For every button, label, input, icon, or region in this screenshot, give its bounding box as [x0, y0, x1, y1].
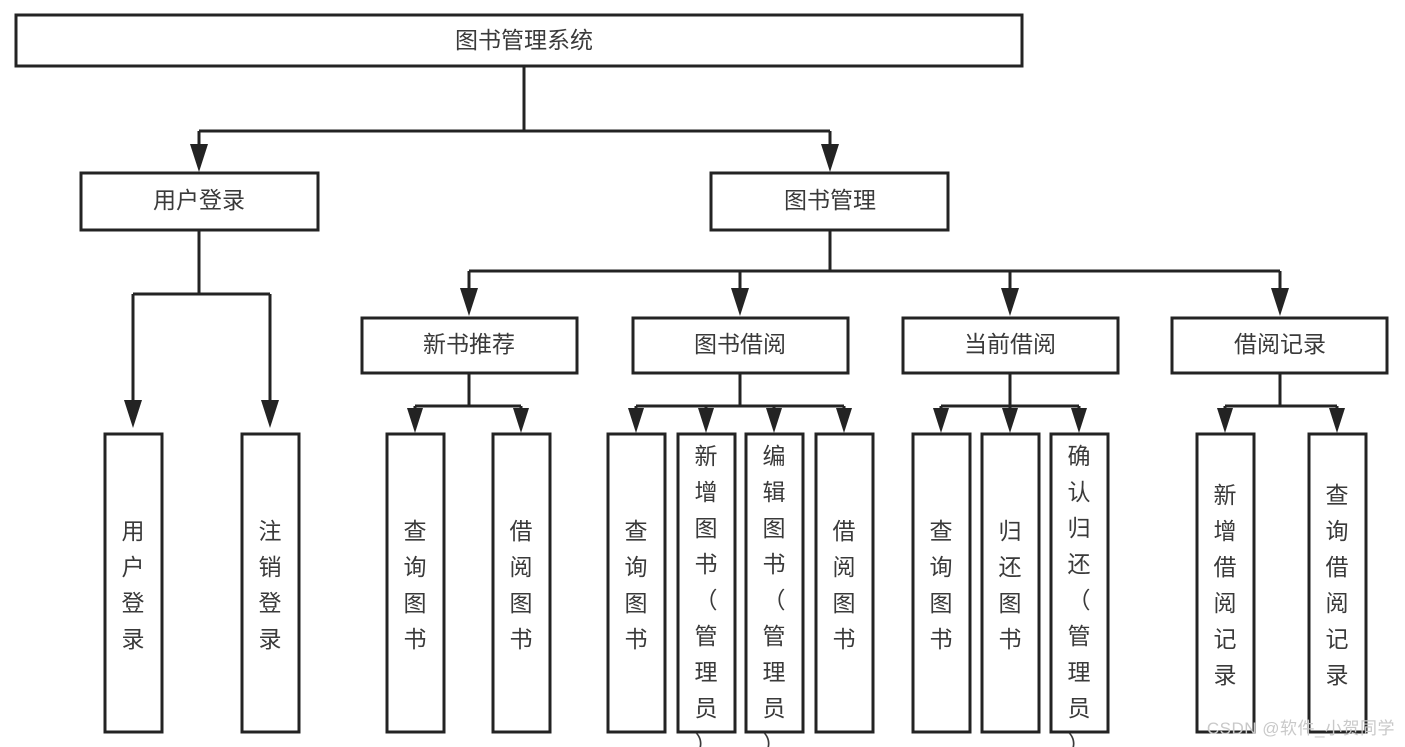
- node-leaf-borrow-book[interactable]: 借阅图书: [814, 432, 875, 734]
- node-leaf-confirm-return-box[interactable]: [1049, 432, 1110, 734]
- node-leaf-edit-book[interactable]: 编辑图书（管理员）: [744, 432, 805, 747]
- node-book-borrow[interactable]: 图书借阅: [631, 316, 850, 375]
- node-leaf-query-borrow-record-label: 查询借阅记录: [1326, 482, 1349, 688]
- connector-layer: [124, 66, 1345, 433]
- node-leaf-query-book-rec-label: 查询图书: [404, 518, 427, 652]
- node-leaf-user-login-label: 用户登录: [122, 518, 145, 652]
- node-leaf-user-login-box[interactable]: [103, 432, 164, 734]
- node-leaf-borrow-book-rec-label: 借阅图书: [510, 518, 533, 652]
- node-leaf-query-book-rec[interactable]: 查询图书: [385, 432, 446, 734]
- node-leaf-add-book-label: 新增图书（管理员）: [695, 443, 718, 747]
- node-leaf-logout[interactable]: 注销登录: [240, 432, 301, 734]
- node-user-login-label: 用户登录: [153, 187, 245, 213]
- arrow-head-history-to-leaf12: [1329, 408, 1345, 433]
- node-leaf-add-borrow-record-box[interactable]: [1195, 432, 1256, 734]
- node-leaf-query-borrow-record[interactable]: 查询借阅记录: [1307, 432, 1368, 734]
- node-leaf-edit-book-box[interactable]: [744, 432, 805, 734]
- node-root-box[interactable]: [14, 13, 1024, 68]
- node-book-management[interactable]: 图书管理: [709, 171, 950, 232]
- node-leaf-query-book-current-box[interactable]: [911, 432, 972, 734]
- node-new-book-recommend[interactable]: 新书推荐: [360, 316, 579, 375]
- arrow-head-user-to-leaf1: [261, 400, 279, 428]
- node-leaf-borrow-book-label: 借阅图书: [833, 518, 856, 652]
- node-leaf-confirm-return[interactable]: 确认归还（管理员）: [1049, 432, 1110, 747]
- node-borrow-history-box[interactable]: [1170, 316, 1389, 375]
- arrow-head-user-to-leaf0: [124, 400, 142, 428]
- node-leaf-borrow-book-rec-box[interactable]: [491, 432, 552, 734]
- arrow-head-current-to-leaf9: [1002, 408, 1018, 433]
- node-user-login-box[interactable]: [79, 171, 320, 232]
- node-book-management-label: 图书管理: [784, 187, 876, 213]
- node-current-borrow-label: 当前借阅: [964, 331, 1056, 357]
- node-leaf-add-book-box[interactable]: [676, 432, 737, 734]
- node-leaf-query-book-borrow-box[interactable]: [606, 432, 667, 734]
- node-leaf-query-book-borrow-label: 查询图书: [625, 518, 648, 652]
- node-current-borrow-box[interactable]: [901, 316, 1120, 375]
- node-leaf-user-login[interactable]: 用户登录: [103, 432, 164, 734]
- node-new-book-recommend-label: 新书推荐: [423, 331, 515, 357]
- node-root[interactable]: 图书管理系统: [14, 13, 1024, 68]
- node-leaf-logout-box[interactable]: [240, 432, 301, 734]
- arrow-head-current-to-leaf8: [933, 408, 949, 433]
- arrow-head-borrow-to-leaf6: [766, 408, 782, 433]
- node-leaf-logout-label: 注销登录: [259, 518, 282, 652]
- node-leaf-query-book-borrow[interactable]: 查询图书: [606, 432, 667, 734]
- node-leaf-query-book-current-label: 查询图书: [930, 518, 953, 652]
- node-leaf-borrow-book-box[interactable]: [814, 432, 875, 734]
- node-leaf-add-borrow-record[interactable]: 新增借阅记录: [1195, 432, 1256, 734]
- node-leaf-add-borrow-record-label: 新增借阅记录: [1214, 482, 1237, 688]
- node-new-book-recommend-box[interactable]: [360, 316, 579, 375]
- arrow-head-rec-to-leaf2: [407, 408, 423, 433]
- node-borrow-history[interactable]: 借阅记录: [1170, 316, 1389, 375]
- node-root-label: 图书管理系统: [455, 27, 593, 53]
- arrow-head-borrow-to-leaf7: [836, 408, 852, 433]
- node-leaf-return-book-box[interactable]: [980, 432, 1041, 734]
- node-leaf-query-book-current[interactable]: 查询图书: [911, 432, 972, 734]
- arrow-head-book-to-current: [1001, 288, 1019, 316]
- arrow-head-book-to-history: [1271, 288, 1289, 316]
- node-leaf-return-book[interactable]: 归还图书: [980, 432, 1041, 734]
- arrow-head-borrow-to-leaf5: [698, 408, 714, 433]
- node-leaf-query-book-rec-box[interactable]: [385, 432, 446, 734]
- node-book-borrow-box[interactable]: [631, 316, 850, 375]
- node-book-borrow-label: 图书借阅: [694, 331, 786, 357]
- arrow-head-current-to-leaf10: [1071, 408, 1087, 433]
- arrow-head-book-to-borrow: [731, 288, 749, 316]
- arrow-head-history-to-leaf11: [1217, 408, 1233, 433]
- node-leaf-query-borrow-record-box[interactable]: [1307, 432, 1368, 734]
- arrow-head-borrow-to-leaf4: [628, 408, 644, 433]
- node-book-management-box[interactable]: [709, 171, 950, 232]
- node-leaf-confirm-return-label: 确认归还（管理员）: [1068, 443, 1091, 747]
- node-leaf-edit-book-label: 编辑图书（管理员）: [763, 443, 786, 747]
- node-leaf-add-book[interactable]: 新增图书（管理员）: [676, 432, 737, 747]
- node-leaf-borrow-book-rec[interactable]: 借阅图书: [491, 432, 552, 734]
- arrow-head-book-to-rec: [460, 288, 478, 316]
- node-current-borrow[interactable]: 当前借阅: [901, 316, 1120, 375]
- node-leaf-return-book-label: 归还图书: [999, 518, 1022, 652]
- node-borrow-history-label: 借阅记录: [1234, 331, 1326, 357]
- arrow-head-rec-to-leaf3: [513, 408, 529, 433]
- node-user-login[interactable]: 用户登录: [79, 171, 320, 232]
- arrow-head-root-to-user: [190, 144, 208, 172]
- arrow-head-root-to-book: [821, 144, 839, 172]
